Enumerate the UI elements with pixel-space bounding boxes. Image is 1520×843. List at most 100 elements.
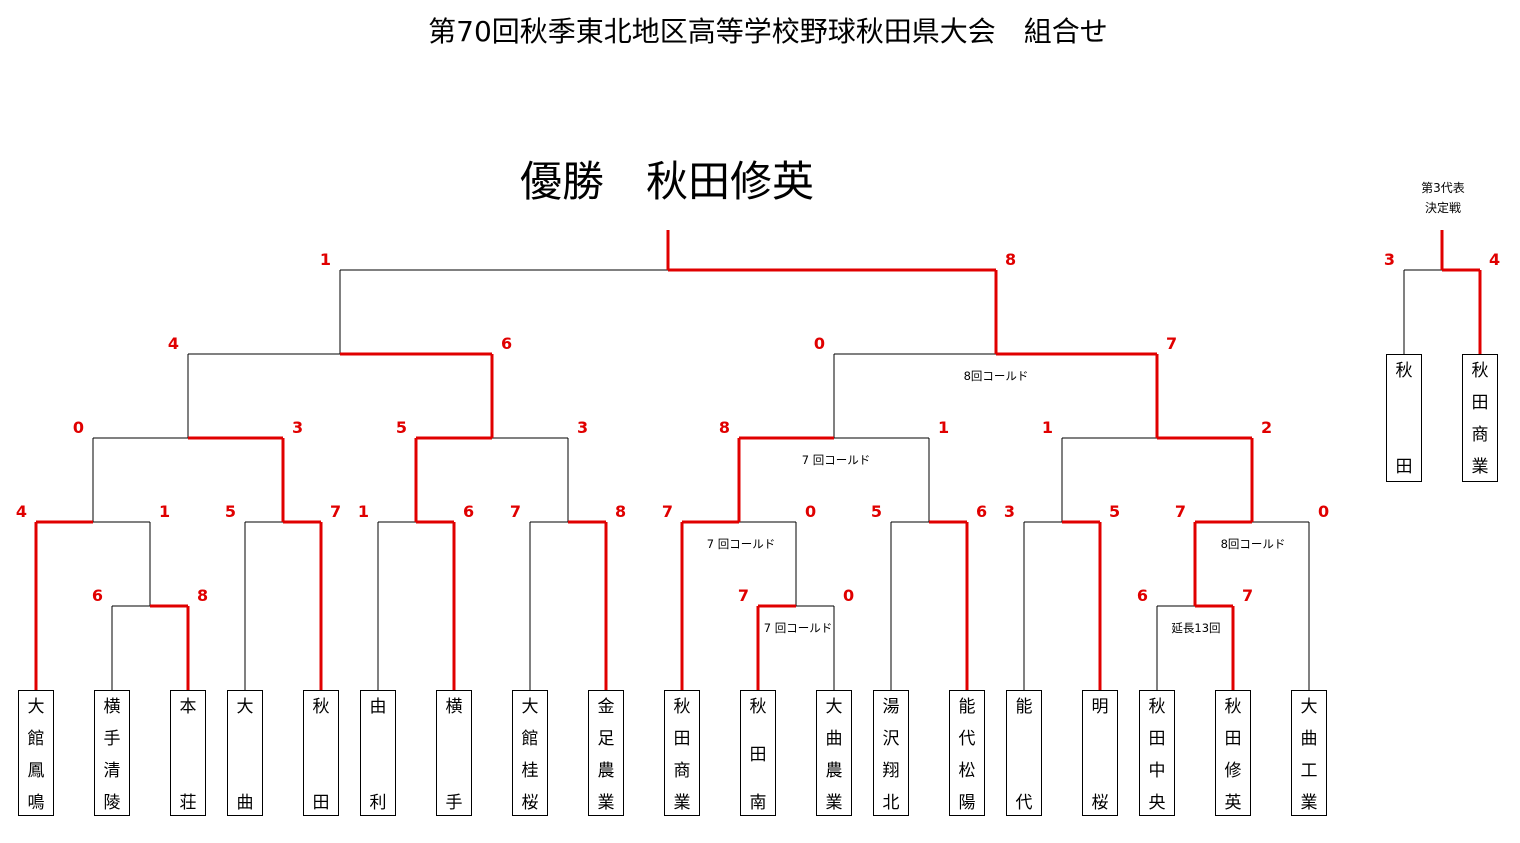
team-box-2: 横手清陵 — [94, 690, 130, 816]
team-box-9-char: 業 — [597, 793, 615, 813]
team-box-2-char: 陵 — [103, 793, 121, 813]
team-box-10-char: 業 — [673, 793, 691, 813]
team-box-14-char: 陽 — [958, 793, 976, 813]
team-box-4: 大曲 — [227, 690, 263, 816]
team-box-9: 金足農業 — [588, 690, 624, 816]
team-box-1-char: 鳴 — [27, 793, 45, 813]
team-box-17-char: 秋 — [1148, 697, 1166, 717]
a8-left-score: 7 — [1175, 502, 1186, 521]
team-box-1-char: 大 — [27, 697, 45, 717]
winner-path-lines — [34, 230, 1482, 690]
team-box-15-char: 能 — [1015, 697, 1033, 717]
team-box-12-char: 業 — [825, 793, 843, 813]
tournament-title: 第70回秋季東北地区高等学校野球秋田県大会 組合せ — [428, 15, 1108, 48]
team-box-8-char: 大 — [521, 697, 539, 717]
b3-left-score: 8 — [719, 418, 730, 437]
team-box-4-char: 大 — [236, 697, 254, 717]
team-box-18-char: 田 — [1224, 729, 1242, 749]
p3-right-score: 7 — [1242, 586, 1253, 605]
team-box-14-char: 松 — [958, 761, 976, 781]
team-box-6-char: 由 — [369, 697, 387, 717]
team-box-10-char: 秋 — [673, 697, 691, 717]
team-box-1: 大館鳳鳴 — [18, 690, 54, 816]
third-place-heading-line2: 決定戦 — [1424, 201, 1461, 215]
p1-left-score: 6 — [92, 586, 103, 605]
team-box-7-char: 手 — [445, 793, 463, 813]
team-box-11-char: 秋 — [749, 697, 767, 717]
p1-right-score: 8 — [197, 586, 208, 605]
third-left-score: 3 — [1384, 250, 1395, 269]
team-box-10-char: 田 — [673, 729, 691, 749]
a2-right-score: 7 — [330, 502, 341, 521]
team-box-11: 秋田南 — [740, 690, 776, 816]
team-box-9-char: 農 — [597, 761, 615, 781]
team-box-9-char: 金 — [597, 697, 615, 717]
team-box-8-char: 館 — [521, 729, 539, 749]
note-c2: 8回コールド — [964, 369, 1029, 383]
b4-right-score: 2 — [1261, 418, 1272, 437]
team-box-15-char: 代 — [1015, 793, 1033, 813]
team-box-11-char: 田 — [749, 745, 767, 765]
f-right-score: 8 — [1005, 250, 1016, 269]
team-box-18: 秋田修英 — [1215, 690, 1251, 816]
b1-left-score: 0 — [73, 418, 84, 437]
team-box-18-char: 英 — [1224, 793, 1242, 813]
team-box-10: 秋田商業 — [664, 690, 700, 816]
team-box-17-char: 田 — [1148, 729, 1166, 749]
p2-left-score: 7 — [738, 586, 749, 605]
a1-left-score: 4 — [16, 502, 27, 521]
team-box-19: 大曲工業 — [1291, 690, 1327, 816]
third-team-box-1-char: 田 — [1395, 457, 1413, 477]
team-box-13-char: 湯 — [882, 697, 900, 717]
b2-left-score: 5 — [396, 418, 407, 437]
team-box-1-char: 館 — [27, 729, 45, 749]
team-box-5-char: 田 — [312, 793, 330, 813]
c2-right-score: 7 — [1166, 334, 1177, 353]
f-left-score: 1 — [320, 250, 331, 269]
note-a8: 8回コールド — [1221, 537, 1286, 551]
team-box-12-char: 曲 — [825, 729, 843, 749]
a4-right-score: 8 — [615, 502, 626, 521]
team-box-11-char: 南 — [749, 793, 767, 813]
a7-left-score: 3 — [1004, 502, 1015, 521]
team-box-1-char: 鳳 — [27, 761, 45, 781]
third-team-box-2-char: 業 — [1471, 457, 1489, 477]
team-box-16: 明桜 — [1082, 690, 1118, 816]
third-place-heading: 第3代表 決定戦 — [1395, 178, 1491, 218]
third-team-box-1: 秋田 — [1386, 354, 1422, 482]
team-box-13-char: 翔 — [882, 761, 900, 781]
note-a5: 7 回コールド — [707, 537, 775, 551]
team-box-12-char: 農 — [825, 761, 843, 781]
third-team-box-2-char: 田 — [1471, 393, 1489, 413]
a8-right-score: 0 — [1318, 502, 1329, 521]
a3-left-score: 1 — [358, 502, 369, 521]
b2-right-score: 3 — [577, 418, 588, 437]
team-box-6-char: 利 — [369, 793, 387, 813]
team-box-12: 大曲農業 — [816, 690, 852, 816]
team-box-19-char: 曲 — [1300, 729, 1318, 749]
third-team-box-2-char: 商 — [1471, 425, 1489, 445]
team-box-14-char: 代 — [958, 729, 976, 749]
c2-left-score: 0 — [814, 334, 825, 353]
a7-right-score: 5 — [1109, 502, 1120, 521]
team-box-17-char: 央 — [1148, 793, 1166, 813]
team-box-18-char: 秋 — [1224, 697, 1242, 717]
a5-left-score: 7 — [662, 502, 673, 521]
b3-right-score: 1 — [938, 418, 949, 437]
team-box-4-char: 曲 — [236, 793, 254, 813]
c1-left-score: 4 — [168, 334, 179, 353]
team-box-17-char: 中 — [1148, 761, 1166, 781]
team-box-14-char: 能 — [958, 697, 976, 717]
team-box-7-char: 横 — [445, 697, 463, 717]
team-box-13-char: 沢 — [882, 729, 900, 749]
b1-right-score: 3 — [292, 418, 303, 437]
p3-left-score: 6 — [1137, 586, 1148, 605]
third-team-box-2: 秋田商業 — [1462, 354, 1498, 482]
a1-right-score: 1 — [159, 502, 170, 521]
team-box-5: 秋田 — [303, 690, 339, 816]
team-box-9-char: 足 — [597, 729, 615, 749]
team-box-13: 湯沢翔北 — [873, 690, 909, 816]
b4-left-score: 1 — [1042, 418, 1053, 437]
third-place-heading-line1: 第3代表 — [1421, 181, 1465, 195]
team-box-3-char: 本 — [179, 697, 197, 717]
